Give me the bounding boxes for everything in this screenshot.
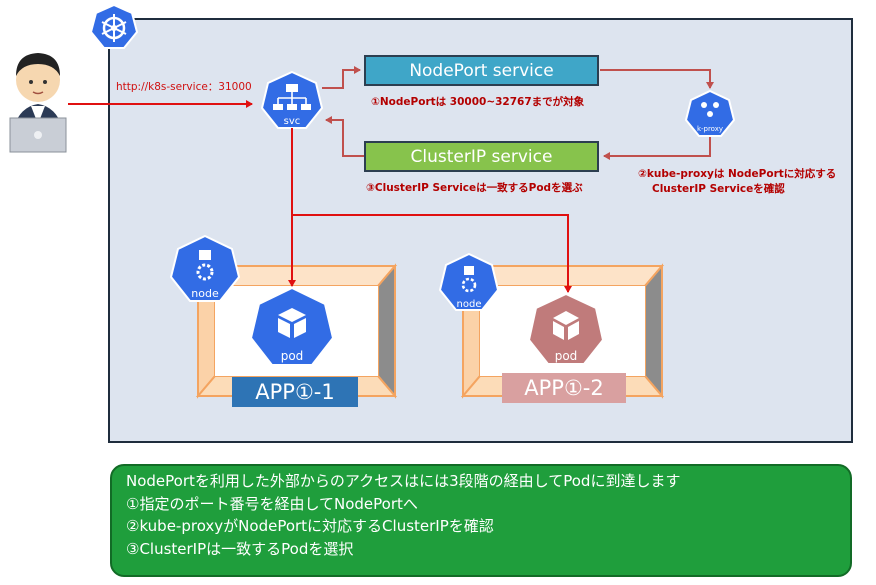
- summary-line2: ①指定のポート番号を経由してNodePortへ: [126, 494, 418, 513]
- note-step1: ①NodePortは 30000~32767までが対象: [371, 96, 585, 108]
- app2-label: APP①-2: [502, 373, 626, 403]
- node-icon: node: [169, 234, 241, 302]
- note-step2-line2: ClusterIP Serviceを確認: [652, 183, 785, 195]
- node-icon: node: [438, 252, 500, 311]
- note-step2: ②kube-proxyは NodePortに対応する ClusterIP Ser…: [638, 167, 836, 197]
- clusterip-service-box: ClusterIP service: [364, 141, 599, 172]
- node-label-1: node: [191, 287, 219, 300]
- summary-line1: NodePortを利用した外部からのアクセスはには3段階の経由してPodに到達し…: [126, 472, 681, 490]
- kproxy-icon: k-proxy: [684, 89, 736, 137]
- note-step2-line1: ②kube-proxyは NodePortに対応する: [638, 168, 837, 180]
- pod-icon: pod: [527, 292, 605, 365]
- svc-icon: svc: [260, 70, 324, 129]
- pod-label-1: pod: [281, 349, 304, 363]
- user-icon: [9, 53, 67, 153]
- summary-line4: ③ClusterIPは一致するPodを選択: [126, 539, 354, 558]
- pod-icon: pod: [249, 286, 335, 366]
- pod-label-2: pod: [555, 349, 578, 363]
- url-label: http://k8s-service：31000: [116, 81, 252, 93]
- summary-line3: ②kube-proxyがNodePortに対応するClusterIPを確認: [126, 517, 494, 535]
- kproxy-icon-label: k-proxy: [697, 125, 723, 133]
- summary-box: NodePortを利用した外部からのアクセスはには3段階の経由してPodに到達し…: [110, 464, 852, 577]
- nodeport-service-box: NodePort service: [364, 55, 599, 86]
- node-label-2: node: [457, 299, 482, 310]
- kubernetes-logo: [89, 3, 139, 49]
- app1-label: APP①-1: [232, 377, 358, 407]
- svc-icon-label: svc: [284, 116, 301, 127]
- note-step3: ③ClusterIP Serviceは一致するPodを選ぶ: [366, 182, 583, 194]
